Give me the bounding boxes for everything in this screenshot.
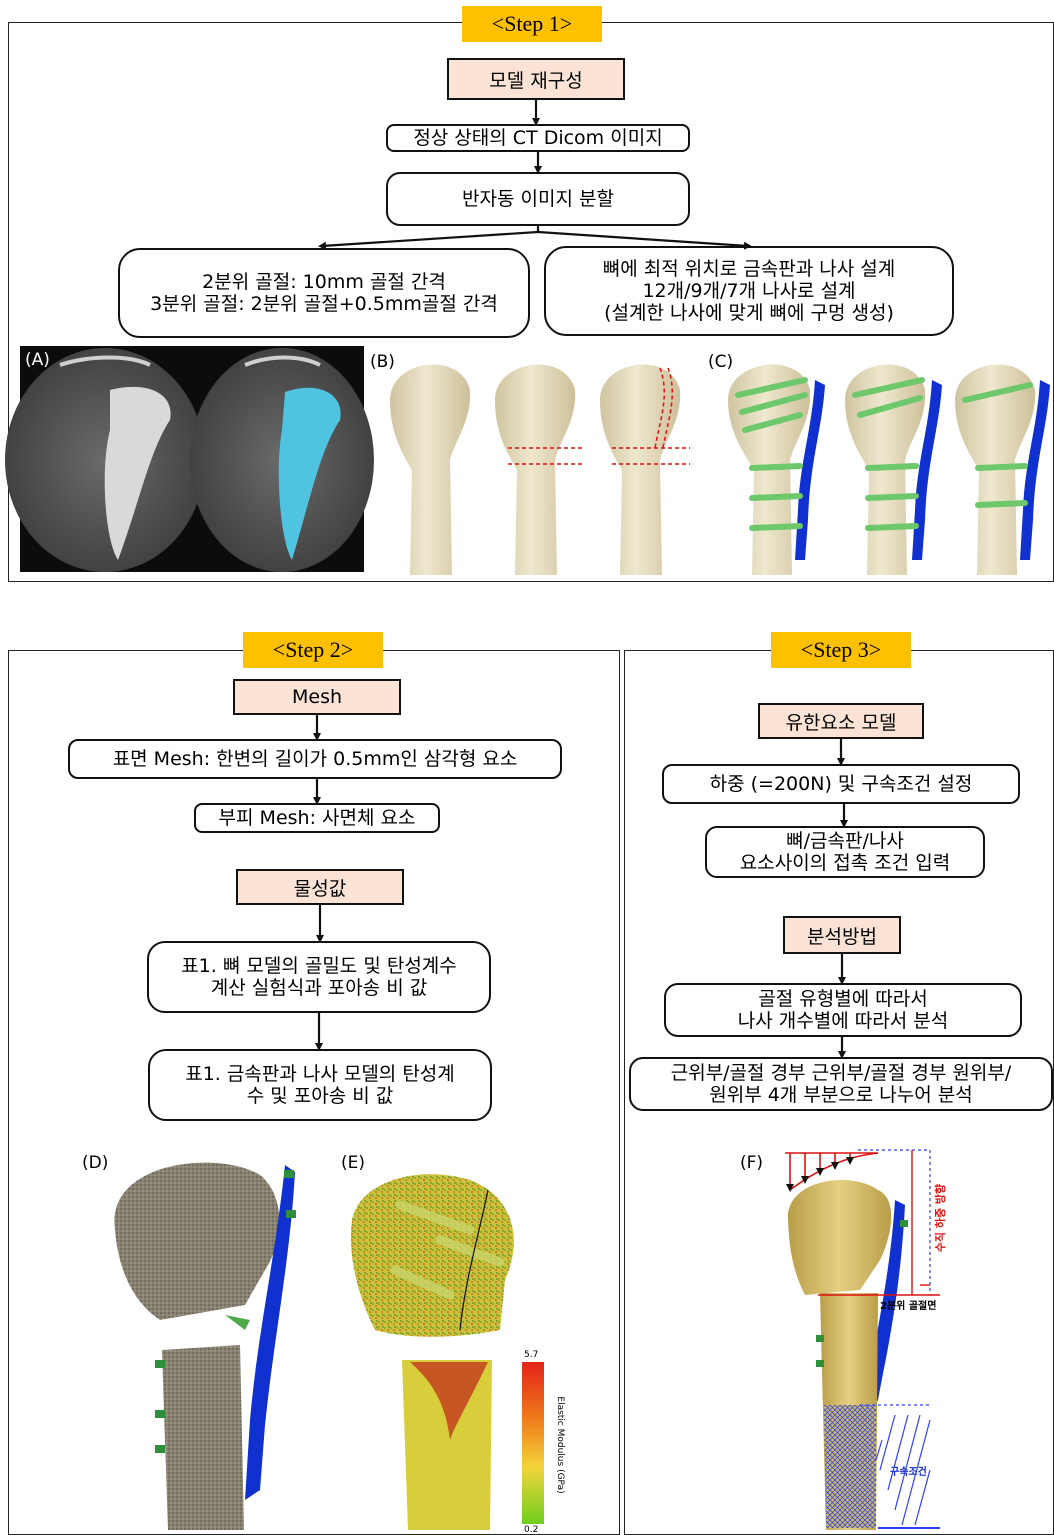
panel-label-b: (B) xyxy=(370,352,395,372)
colorbar-title: Elastic Modulus (GPa) xyxy=(555,1385,565,1505)
colorbar-max-label: 5.7 xyxy=(524,1350,538,1360)
step3-arrows xyxy=(841,739,844,1055)
plate-models xyxy=(728,365,1050,575)
panel-label-e: (E) xyxy=(341,1153,365,1173)
colorbar xyxy=(522,1362,544,1524)
panel-label-f: (F) xyxy=(740,1153,763,1173)
bone-models xyxy=(390,365,690,575)
fracture-plane-label: 2분위 골절면 xyxy=(880,1297,936,1312)
load-direction-label: 수직 하중 방향 xyxy=(932,1173,948,1263)
panel-label-d: (D) xyxy=(82,1153,108,1173)
mesh-model xyxy=(114,1163,296,1530)
step1-arrows xyxy=(322,100,748,246)
step2-arrows xyxy=(317,715,320,1047)
ct-scan-image xyxy=(5,346,374,572)
colorbar-min-label: 0.2 xyxy=(524,1525,538,1535)
panel-label-a: (A) xyxy=(25,350,50,370)
panel-label-c: (C) xyxy=(708,352,733,372)
constraint-label: 구속조건 xyxy=(890,1463,927,1478)
elastic-modulus-model xyxy=(351,1174,544,1530)
